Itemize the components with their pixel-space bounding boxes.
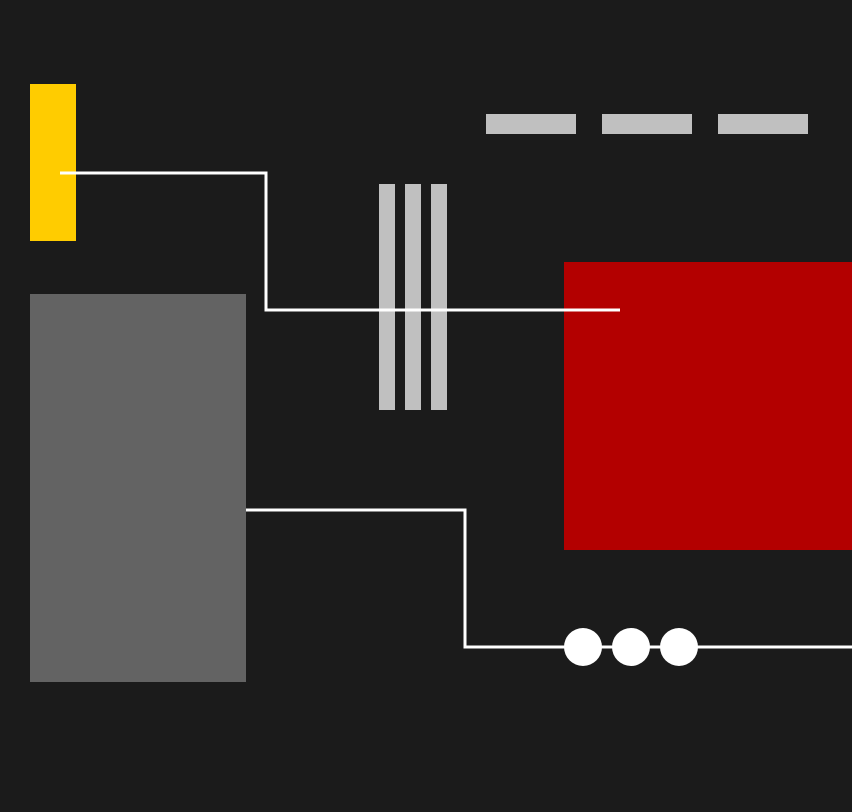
connector-line-upper (60, 171, 620, 312)
circle-dot (564, 628, 602, 666)
circle-dot (612, 628, 650, 666)
vertical-bar (431, 184, 447, 410)
vertical-bar (379, 184, 395, 410)
gray-block (30, 294, 246, 682)
connector-line-lower (246, 508, 852, 649)
vertical-bar (405, 184, 421, 410)
dash-segment (602, 114, 692, 134)
circle-dot (660, 628, 698, 666)
dash-segment (486, 114, 576, 134)
dash-segment (718, 114, 808, 134)
yellow-block (30, 84, 76, 241)
